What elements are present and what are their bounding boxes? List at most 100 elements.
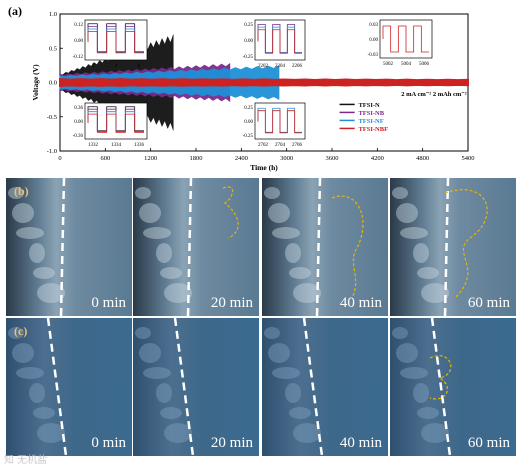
inset-0-x-tick-1: 4 <box>115 64 118 69</box>
inset-1-trace-0 <box>257 24 302 53</box>
c-electrode-texture-1-3 <box>156 383 172 403</box>
b-electrode-texture-1-4 <box>160 267 182 279</box>
c-time-label-3: 60 min <box>467 435 510 451</box>
c-electrode-texture-1-4 <box>160 407 182 419</box>
c-electrode-texture-0-2 <box>16 367 44 379</box>
c-photo-frame-0: (c) 0 min <box>6 318 132 456</box>
b-photo-overlay-0 <box>8 178 66 316</box>
b-electrode-texture-2-1 <box>268 203 290 223</box>
c-electrode-texture-2-1 <box>268 343 290 363</box>
legend-label-tfsi-nf: TFSI-NF <box>358 118 383 125</box>
x-tick-label-3: 1800 <box>190 155 203 162</box>
b-electrode-texture-3-0 <box>392 187 408 199</box>
legend-label-tfsi-n: TFSI-N <box>358 102 380 109</box>
inset-4-y-tick-0: 0.25 <box>244 106 253 111</box>
panel-a-label: (a) <box>8 4 22 18</box>
b-photo-frame-1: 20 min <box>133 178 259 316</box>
inset-3-y-tick-1: 0.00 <box>74 120 83 125</box>
inset-2-x-tick-0: 5002 <box>383 62 394 67</box>
x-tick-label-6: 3600 <box>326 155 339 162</box>
inset-2-x-tick-1: 5004 <box>401 62 412 67</box>
b-photo-frame-2: 40 min <box>262 178 388 316</box>
inset-0-y-tick-0: 0.12 <box>74 23 83 28</box>
inset-4-x-tick-1: 2704 <box>275 143 286 148</box>
c-interface-dashed-line-1 <box>173 318 195 456</box>
b-interface-dashed-line-1 <box>186 178 193 316</box>
c-electrode-texture-2-0 <box>264 327 280 339</box>
inset-0-trace-3 <box>87 31 144 54</box>
b-electrode-texture-1-2 <box>143 227 171 239</box>
inset-1-trace-2 <box>257 29 302 54</box>
b-time-label-2: 40 min <box>339 295 382 311</box>
c-photo-frame-1: 20 min <box>133 318 259 456</box>
y-tick-label-4: 1.0 <box>49 11 57 18</box>
inset-3-trace-3 <box>87 113 144 133</box>
inset-2-y-tick-2: -0.03 <box>368 53 379 58</box>
inset-2-trace-0 <box>382 25 429 53</box>
b-photo-overlay-2 <box>264 178 364 316</box>
c-electrode-texture-0-4 <box>33 407 55 419</box>
c-electrode-texture-1-0 <box>135 327 151 339</box>
y-tick-label-0: -1.0 <box>47 148 57 155</box>
b-electrode-texture-2-4 <box>289 267 311 279</box>
inset-1-y-tick-1: 0.00 <box>244 39 253 44</box>
x-tick-label-0: 0 <box>58 155 61 162</box>
b-time-label-0: 0 min <box>91 295 126 311</box>
c-photo-frame-2: 40 min <box>262 318 388 456</box>
inset-3-trace-0 <box>87 106 144 132</box>
inset-0-y-tick-2: -0.12 <box>73 55 84 60</box>
b-electrode-texture-1-5 <box>164 283 192 303</box>
c-photo-overlay-3 <box>392 318 452 456</box>
c-electrode-texture-1-1 <box>139 343 161 363</box>
c-electrode-texture-0-1 <box>12 343 34 363</box>
inset-3-y-tick-2: -0.36 <box>73 134 84 139</box>
b-panel-label: (b) <box>14 184 29 198</box>
b-electrode-texture-3-4 <box>417 267 439 279</box>
b-photo-frame-0: (b) 0 min <box>6 178 132 316</box>
c-panel-label: (c) <box>14 324 28 338</box>
inset-4-trace-0 <box>257 107 302 133</box>
c-electrode-texture-0-3 <box>29 383 45 403</box>
c-electrode-texture-3-5 <box>421 423 449 443</box>
inset-4-y-tick-1: 0.00 <box>244 120 253 125</box>
inset-4-y-tick-2: -0.25 <box>243 134 254 139</box>
c-electrode-texture-3-3 <box>413 383 429 403</box>
y-tick-label-3: 0.5 <box>49 45 57 52</box>
b-interface-dashed-line-3 <box>443 178 450 316</box>
b-dendrite-outline-1 <box>222 186 239 239</box>
inset-1-x-tick-1: 2204 <box>275 64 286 69</box>
c-electrode-texture-3-1 <box>396 343 418 363</box>
inset-0-trace-0 <box>87 23 144 53</box>
b-electrode-texture-0-5 <box>37 283 65 303</box>
b-electrode-texture-0-3 <box>29 243 45 263</box>
c-photo-frame-3: 60 min <box>390 318 516 456</box>
inset-0-y-tick-1: 0.00 <box>74 39 83 44</box>
inset-2-y-tick-0: 0.03 <box>369 23 378 28</box>
x-tick-label-5: 3000 <box>280 155 293 162</box>
c-photo-overlay-2 <box>264 318 324 456</box>
c-electrode-texture-2-4 <box>289 407 311 419</box>
chart-annotation: 2 mA cm⁻² 2 mAh cm⁻² <box>401 91 467 98</box>
b-electrode-texture-3-5 <box>421 283 449 303</box>
b-electrode-texture-1-0 <box>135 187 151 199</box>
b-electrode-texture-3-3 <box>413 243 429 263</box>
legend-label-tfsi-nbf: TFSI-NBF <box>358 126 388 133</box>
c-time-label-0: 0 min <box>91 435 126 451</box>
legend-label-tfsi-nb: TFSI-NB <box>358 110 384 117</box>
b-electrode-texture-1-1 <box>139 203 161 223</box>
c-interface-dashed-line-3 <box>430 318 452 456</box>
c-electrode-texture-0-0 <box>8 327 24 339</box>
b-electrode-texture-2-5 <box>293 283 321 303</box>
y-axis-label: Voltage (V) <box>31 64 40 101</box>
c-electrode-texture-2-2 <box>272 367 300 379</box>
x-tick-label-2: 1200 <box>144 155 157 162</box>
inset-2-y-tick-1: 0.00 <box>369 38 378 43</box>
b-electrode-texture-3-1 <box>396 203 418 223</box>
c-time-label-1: 20 min <box>210 435 253 451</box>
b-photo-overlay-1 <box>135 178 239 316</box>
b-time-label-3: 60 min <box>467 295 510 311</box>
inset-1-trace-1 <box>257 26 302 54</box>
b-electrode-texture-0-2 <box>16 227 44 239</box>
b-photo-frame-3: 60 min <box>390 178 516 316</box>
